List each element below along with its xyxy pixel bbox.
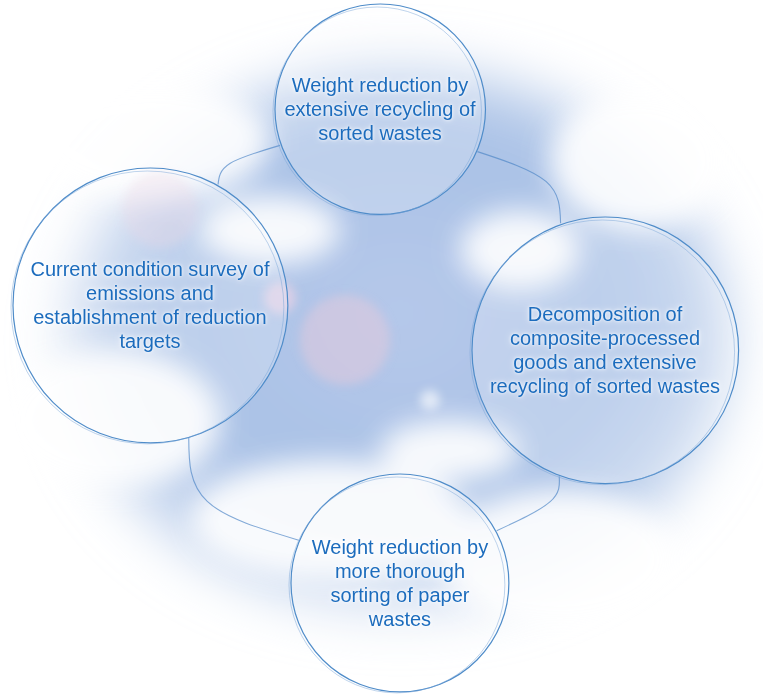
topic-text: Decomposition of composite-processed goo… <box>487 302 722 398</box>
topic-circle: Current condition survey of emissions an… <box>12 167 289 444</box>
topic-circle: Decomposition of composite-processed goo… <box>471 216 740 485</box>
topic-text: Weight reduction by extensive recycling … <box>260 73 500 145</box>
topic-circle: Weight reduction by extensive recycling … <box>274 3 486 215</box>
circle-border-echo <box>470 220 735 485</box>
cycle-arc <box>218 145 280 184</box>
circle-border <box>472 217 739 484</box>
cycle-arc <box>477 152 560 224</box>
circle-border <box>291 474 509 692</box>
circle-outline <box>12 167 289 444</box>
circle-border-echo <box>11 171 284 444</box>
topic-text: Current condition survey of emissions an… <box>25 257 275 353</box>
cycle-arc <box>189 438 299 540</box>
topic-circle: Weight reduction by more thorough sortin… <box>290 473 510 693</box>
topic-text: Weight reduction by more thorough sortin… <box>310 535 490 631</box>
circle-border-echo <box>289 477 505 693</box>
cycle-arc <box>497 476 560 530</box>
circle-outline <box>471 216 740 485</box>
circle-outline <box>290 473 510 693</box>
